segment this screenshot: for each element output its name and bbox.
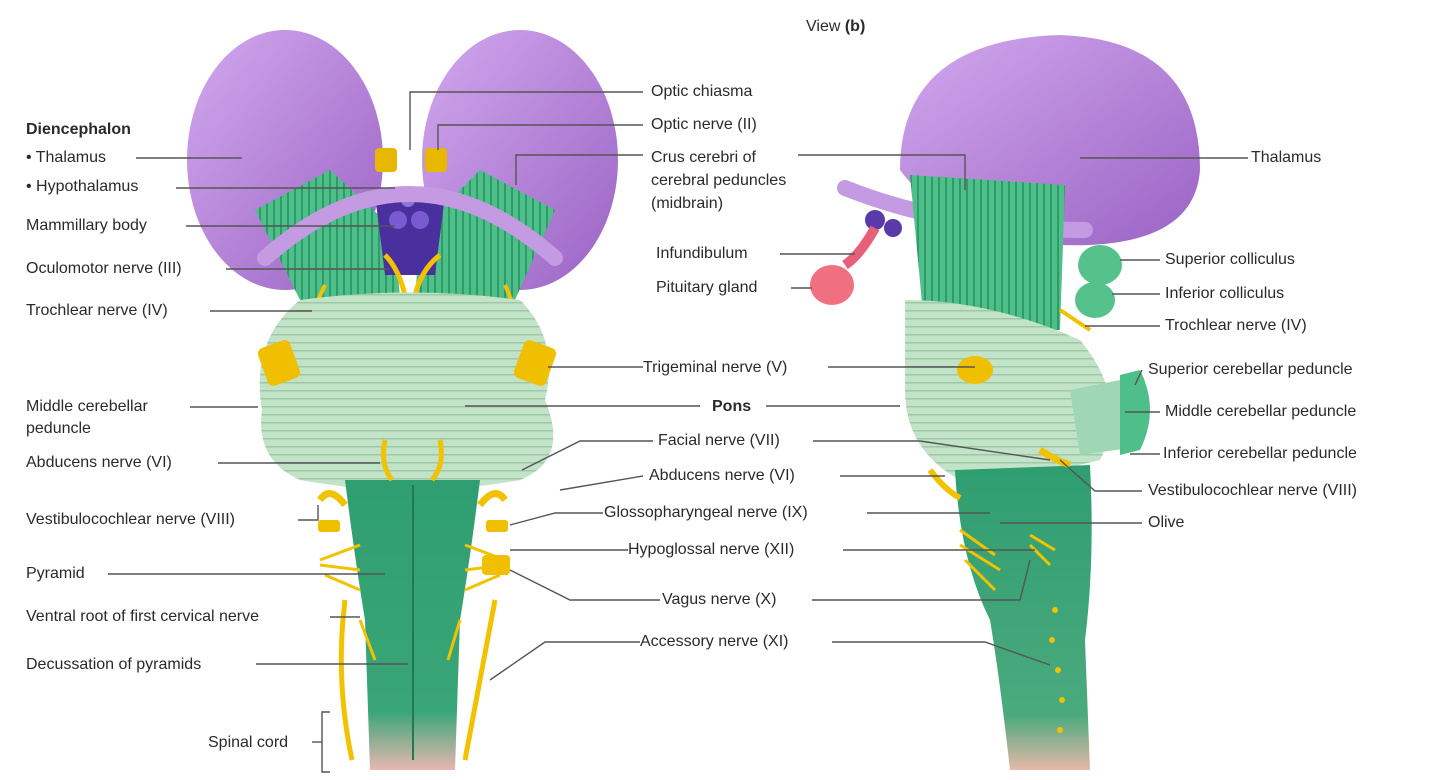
pituitary-gland: [810, 265, 854, 305]
label-hypothalamus: • Hypothalamus: [26, 178, 139, 195]
lateral-trigeminal: [957, 356, 993, 384]
label-superior-colliculus: Superior colliculus: [1165, 251, 1295, 268]
label-abducens-nerve-center: Abducens nerve (VI): [649, 467, 795, 484]
label-inferior-colliculus: Inferior colliculus: [1165, 285, 1285, 302]
label-pituitary-gland: Pituitary gland: [656, 279, 758, 296]
label-trigeminal-nerve: Trigeminal nerve (V): [643, 359, 788, 376]
label-diencephalon: Diencephalon: [26, 121, 131, 138]
label-spinal-cord: Spinal cord: [208, 734, 289, 751]
label-olive: Olive: [1148, 514, 1185, 531]
label-thalamus-right: Thalamus: [1251, 149, 1322, 166]
inferior-colliculus: [1075, 282, 1115, 318]
label-inferior-cerebellar-peduncle: Inferior cerebellar peduncle: [1163, 445, 1357, 462]
label-vestibulocochlear-left: Vestibulocochlear nerve (VIII): [26, 511, 235, 528]
label-crus-cerebri-line3: (midbrain): [651, 195, 724, 212]
mammillary-body-left: [389, 211, 407, 229]
leader-lines: [108, 91, 1248, 773]
label-ventral-root: Ventral root of first cervical nerve: [26, 608, 259, 625]
label-infundibulum: Infundibulum: [656, 245, 748, 262]
label-superior-cerebellar-peduncle: Superior cerebellar peduncle: [1148, 361, 1353, 378]
label-crus-cerebri-line2: cerebral peduncles: [651, 172, 787, 189]
optic-nerve-left: [375, 148, 397, 172]
lateral-view: [810, 35, 1200, 770]
lateral-medulla: [955, 465, 1092, 770]
label-abducens-nerve-left: Abducens nerve (VI): [26, 454, 172, 471]
label-accessory-nerve: Accessory nerve (XI): [640, 633, 789, 650]
label-glossopharyngeal-nerve: Glossopharyngeal nerve (IX): [604, 504, 808, 521]
pons: [259, 292, 554, 490]
view-label-letter: (b): [844, 18, 866, 35]
label-trochlear-nerve-left: Trochlear nerve (IV): [26, 302, 168, 319]
trigeminal-nerve-right: [513, 340, 557, 386]
label-vestibulocochlear-right: Vestibulocochlear nerve (VIII): [1148, 482, 1357, 499]
lateral-pons: [905, 300, 1112, 480]
label-mammillary-body: Mammillary body: [26, 217, 147, 234]
superior-colliculus: [1078, 245, 1122, 285]
optic-tract: [257, 186, 563, 266]
view-label: View (b): [806, 18, 865, 36]
trigeminal-nerve-left: [257, 340, 301, 386]
label-facial-nerve: Facial nerve (VII): [658, 432, 780, 449]
label-crus-cerebri-line1: Crus cerebri of: [651, 149, 756, 166]
mammillary-body-right: [411, 211, 429, 229]
label-pyramid: Pyramid: [26, 565, 85, 582]
lateral-midbrain: [910, 175, 1065, 335]
label-vagus-nerve: Vagus nerve (X): [662, 591, 777, 608]
label-optic-chiasma: Optic chiasma: [651, 83, 753, 100]
label-pons: Pons: [712, 398, 752, 415]
label-middle-cerebellar-line1: Middle cerebellar: [26, 398, 148, 415]
label-thalamus-left: • Thalamus: [26, 149, 107, 166]
view-label-prefix: View: [806, 18, 845, 35]
label-decussation: Decussation of pyramids: [26, 656, 202, 673]
label-optic-nerve: Optic nerve (II): [651, 116, 757, 133]
label-middle-cerebellar-peduncle: Middle cerebellar peduncle: [1165, 403, 1357, 420]
label-oculomotor-nerve: Oculomotor nerve (III): [26, 260, 182, 277]
anterior-view: [187, 30, 618, 770]
label-hypoglossal-nerve: Hypoglossal nerve (XII): [628, 541, 795, 558]
optic-nerve-right: [425, 148, 447, 172]
label-middle-cerebellar-line2: peduncle: [26, 420, 91, 437]
label-trochlear-nerve-right: Trochlear nerve (IV): [1165, 317, 1307, 334]
